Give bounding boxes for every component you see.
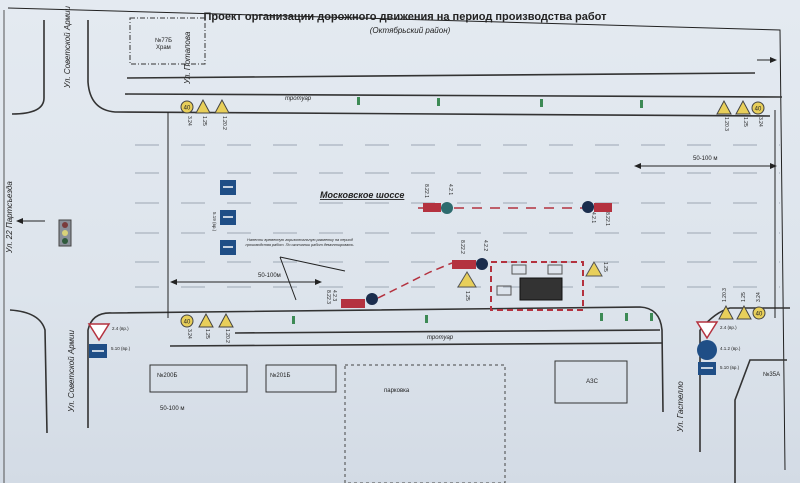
speed-limit-top-left: 40 xyxy=(184,106,191,112)
annotation-leader xyxy=(279,256,346,301)
building-200b xyxy=(149,364,248,393)
sign-1202-code-bl: 1.20.2 xyxy=(224,329,230,343)
sign-324-code-br: 3.24 xyxy=(756,292,762,302)
sign-510-code-br: 5.10 (вр.) xyxy=(720,365,740,370)
tree-icons xyxy=(292,97,653,324)
sign-421-code: 4.2.1 xyxy=(447,184,453,195)
temple-outline xyxy=(129,17,206,65)
sign-125-code-br: 1.25 xyxy=(741,292,747,302)
distance-top-right-label: 50-100 м xyxy=(693,156,717,162)
sign-24-code-bl: 2.4 (вр.) xyxy=(112,326,129,331)
distance-bottom-label: 50-100 м xyxy=(160,406,184,412)
gas-station-label: АЗС xyxy=(586,379,598,385)
sign-8223-code: 8.22.3 xyxy=(325,290,331,304)
diagram-subtitle: (Октябрьский район) xyxy=(370,26,451,35)
top-road-edge xyxy=(87,20,771,117)
building-201b xyxy=(265,364,337,393)
building-35a-label: №35А xyxy=(763,371,780,378)
sign-1203-code-tr: 1.20.3 xyxy=(723,117,729,131)
street-gastello: Ул. Гастелло xyxy=(676,381,685,433)
gas-station xyxy=(554,360,628,404)
sidewalk-top-label: тротуар xyxy=(285,96,312,102)
sign-421-icon xyxy=(441,202,453,214)
diagram-title: Проект организации дорожного движения на… xyxy=(203,11,607,23)
sign-1202-code-tl: 1.20.2 xyxy=(221,116,227,130)
lane-direction-signs xyxy=(220,180,236,255)
sign-125-code-bl: 1.25 xyxy=(204,329,210,339)
sign-519-code: 5.19 (вр.) xyxy=(212,212,217,232)
sign-422-code: 4.2.2 xyxy=(482,240,488,251)
sign-group-bottom-left: 40 xyxy=(87,312,234,358)
speed-limit-top-right: 40 xyxy=(755,107,762,113)
excavation-pit xyxy=(519,277,563,301)
bottom-road-edge xyxy=(87,306,664,428)
sign-24-code-br: 2.4 (вр.) xyxy=(720,325,737,330)
parking-label: парковка xyxy=(384,388,410,394)
sign-group-bottom-right: 40 xyxy=(695,304,766,375)
sign-8221b-code: 8.22.1 xyxy=(604,212,610,226)
sidewalk-bottom-label: тротуар xyxy=(427,335,454,341)
temple-name: Храм xyxy=(156,45,171,51)
sign-324-code-tl: 3.24 xyxy=(186,116,192,126)
sign-423-code: 4.2.3 xyxy=(331,290,337,301)
sovetskoy-armii-west-edge xyxy=(11,20,45,115)
upper-barrier xyxy=(418,201,612,214)
traffic-light-icon xyxy=(58,219,72,247)
top-road-edge-outer xyxy=(124,93,783,98)
building-201b-label: №201Б xyxy=(270,372,290,379)
lower-barrier-taper xyxy=(341,258,603,311)
sign-group-top-right: 40 xyxy=(716,99,765,115)
street-potapova: Ул. Потапова xyxy=(183,31,192,85)
sign-125-code-tl: 1.25 xyxy=(201,116,207,126)
speed-limit-bottom-left: 40 xyxy=(184,320,191,326)
yield-sign-br-icon xyxy=(695,321,719,340)
sign-125-zone-code: 1.25 xyxy=(602,262,608,272)
sign-125-work-code: 1.25 xyxy=(464,291,470,301)
sign-8222-code: 8.22.2 xyxy=(459,240,465,254)
distance-left: 50-100м xyxy=(170,273,322,285)
annotation-text: Нанести временную горизонтальную разметк… xyxy=(245,238,355,247)
sign-324-code-bl: 3.24 xyxy=(186,329,192,339)
direction-arrows xyxy=(16,57,777,224)
sheet-frame xyxy=(7,7,786,471)
work-zone xyxy=(490,261,584,311)
sign-412-code-br: 4.1.2 (вр.) xyxy=(720,346,741,351)
sign-125-code-tr: 1.25 xyxy=(742,117,748,127)
street-partsezda: Ул. 22 Партсъезда xyxy=(5,181,14,254)
main-road-label: Московское шоссе xyxy=(320,190,404,200)
distance-top-right: 50-100 м xyxy=(634,156,777,169)
parking-area xyxy=(344,364,506,483)
top-sidewalk-edge xyxy=(126,72,756,79)
sign-group-top-left: 40 xyxy=(180,98,230,114)
building-200b-label: №200Б xyxy=(157,372,177,379)
turn-right-sign-icon xyxy=(697,340,717,360)
distance-left-label: 50-100м xyxy=(258,273,281,279)
sign-421b-icon xyxy=(582,201,594,213)
street-sovetskoy-armii-top: Ул. Советской Армии xyxy=(63,6,72,89)
sign-324-code-tr: 3.24 xyxy=(757,117,763,127)
temple-number: №77Б xyxy=(155,37,172,44)
annotation-note: Нанести временную горизонтальную разметк… xyxy=(245,238,355,247)
sign-8221-code: 8.22.1 xyxy=(423,184,429,198)
sign-1203-code-br: 1.20.3 xyxy=(722,288,728,302)
b35-edge xyxy=(734,359,787,483)
sovetskoy-armii-bottom-west xyxy=(9,309,48,434)
speed-limit-bottom-right: 40 xyxy=(756,312,763,318)
yield-sign-icon xyxy=(87,323,111,342)
sign-510-code-bl: 5.10 (вр.) xyxy=(111,346,131,351)
street-sovetskoy-armii-bottom: Ул. Советской Армии xyxy=(67,330,76,413)
sign-421b-code: 4.2.1 xyxy=(590,212,596,223)
bottom-sidewalk-edge xyxy=(234,329,661,334)
bottom-sidewalk-outer xyxy=(169,342,663,347)
